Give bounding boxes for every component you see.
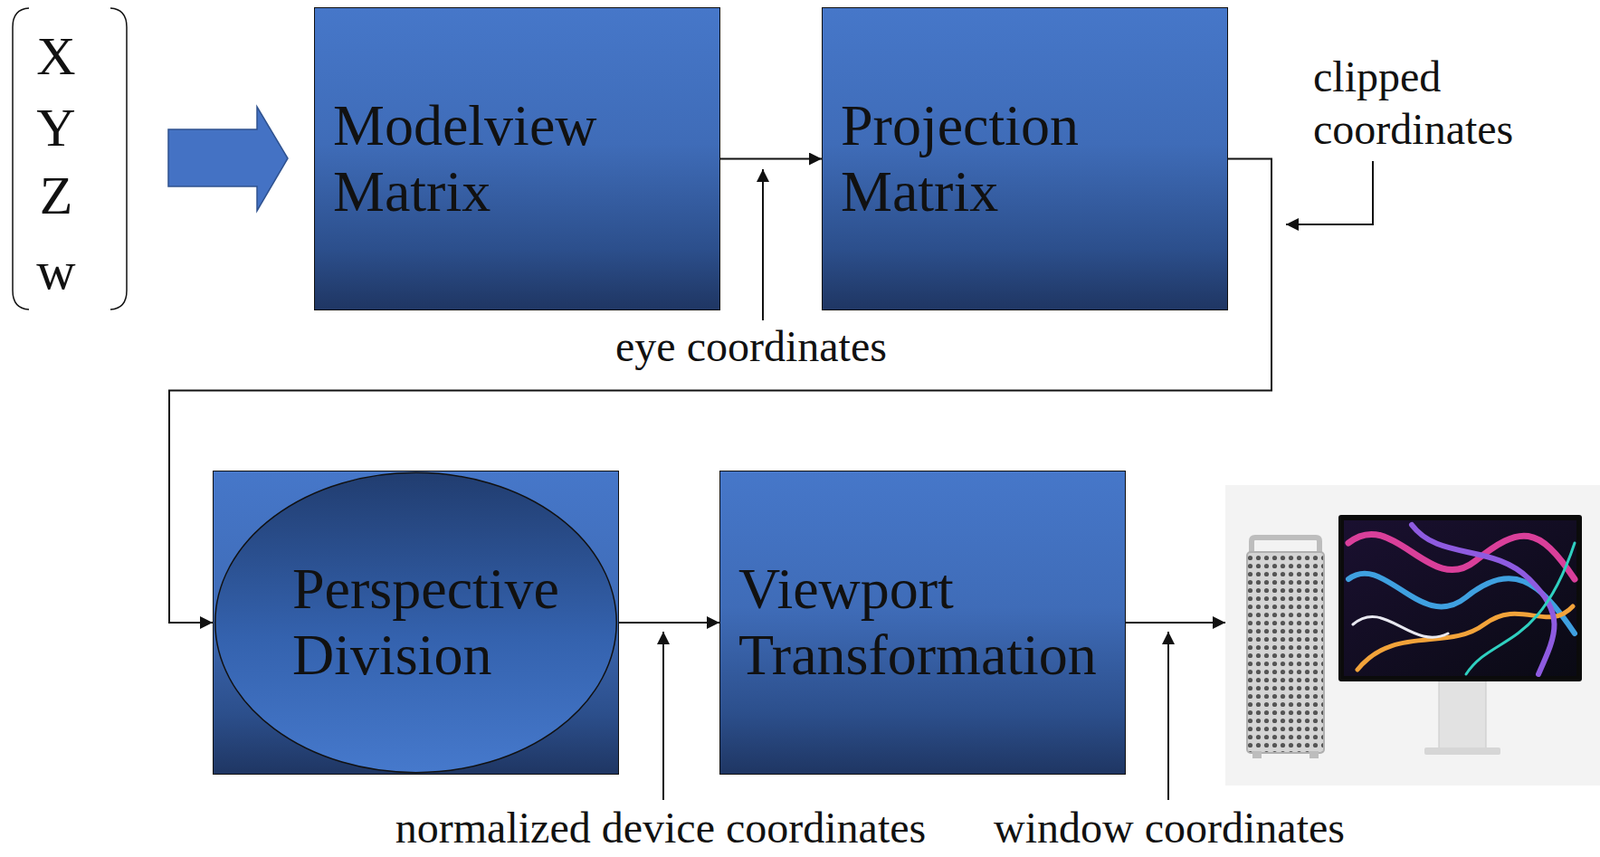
vector-bracket [12, 8, 29, 310]
stage-label: eye coordinates [570, 324, 933, 369]
leader-line [662, 631, 665, 800]
vector-component: Y [28, 100, 84, 155]
vector-component: w [28, 243, 84, 298]
flow-arrow [619, 621, 720, 624]
computer-illustration [1225, 485, 1600, 786]
flow-arrow [720, 158, 822, 161]
input-arrow [168, 106, 288, 211]
box-title: Viewport Transformation [738, 556, 1116, 689]
matrix-box: Modelview Matrix [314, 7, 721, 311]
leader-line [761, 169, 764, 321]
stage-label: clipped coordinates [1313, 50, 1531, 156]
transform-box: Viewport Transformation [719, 470, 1126, 775]
box-title: Perspective Division [292, 556, 610, 689]
leader-line [1167, 631, 1170, 800]
leader-line [1285, 161, 1373, 225]
matrix-box: Projection Matrix [821, 7, 1229, 311]
stage-label: normalized device coordinates [371, 806, 951, 850]
output-arrow [1125, 621, 1226, 624]
vector-component: X [28, 28, 84, 84]
stage-label: window coordinates [988, 806, 1351, 850]
box-title: Projection Matrix [840, 93, 1219, 226]
box-title: Modelview Matrix [333, 93, 711, 226]
division-ellipse: Perspective Division [212, 470, 620, 775]
vector-component: Z [28, 168, 84, 223]
vector-bracket [110, 8, 127, 310]
